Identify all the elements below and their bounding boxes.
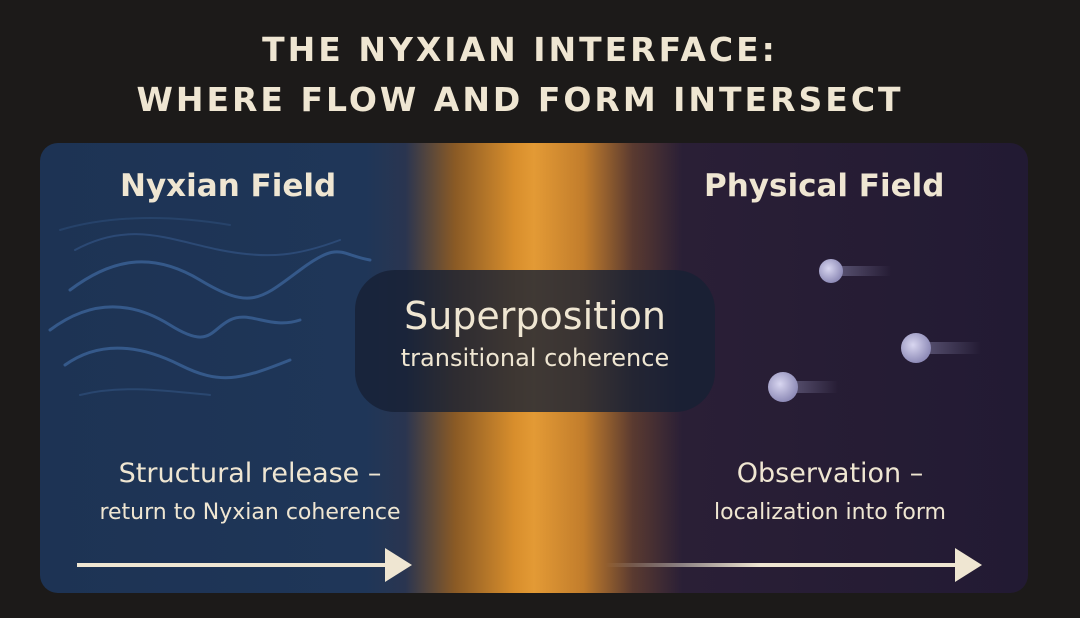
observation-subcaption: localization into form bbox=[714, 500, 946, 525]
nyxian-field-title: Nyxian Field bbox=[120, 168, 337, 204]
right-arrow bbox=[605, 548, 982, 582]
superposition-subtitle: transitional coherence bbox=[400, 344, 670, 372]
particle bbox=[819, 259, 891, 283]
wave-lines bbox=[48, 217, 372, 396]
structural-release-subcaption: return to Nyxian coherence bbox=[99, 500, 401, 525]
superposition-box: Superposition transitional coherence bbox=[355, 270, 715, 412]
structural-release-caption: Structural release – bbox=[118, 458, 382, 489]
diagram-title-line1: THE NYXIAN INTERFACE: bbox=[262, 30, 778, 69]
superposition-title: Superposition bbox=[404, 294, 666, 338]
particle bbox=[768, 372, 838, 402]
observation-caption: Observation – bbox=[736, 458, 924, 489]
particle bbox=[901, 333, 981, 363]
diagram-title-line2: WHERE FLOW AND FORM INTERSECT bbox=[136, 80, 904, 119]
left-arrow bbox=[77, 548, 412, 582]
physical-field-title: Physical Field bbox=[704, 168, 945, 204]
